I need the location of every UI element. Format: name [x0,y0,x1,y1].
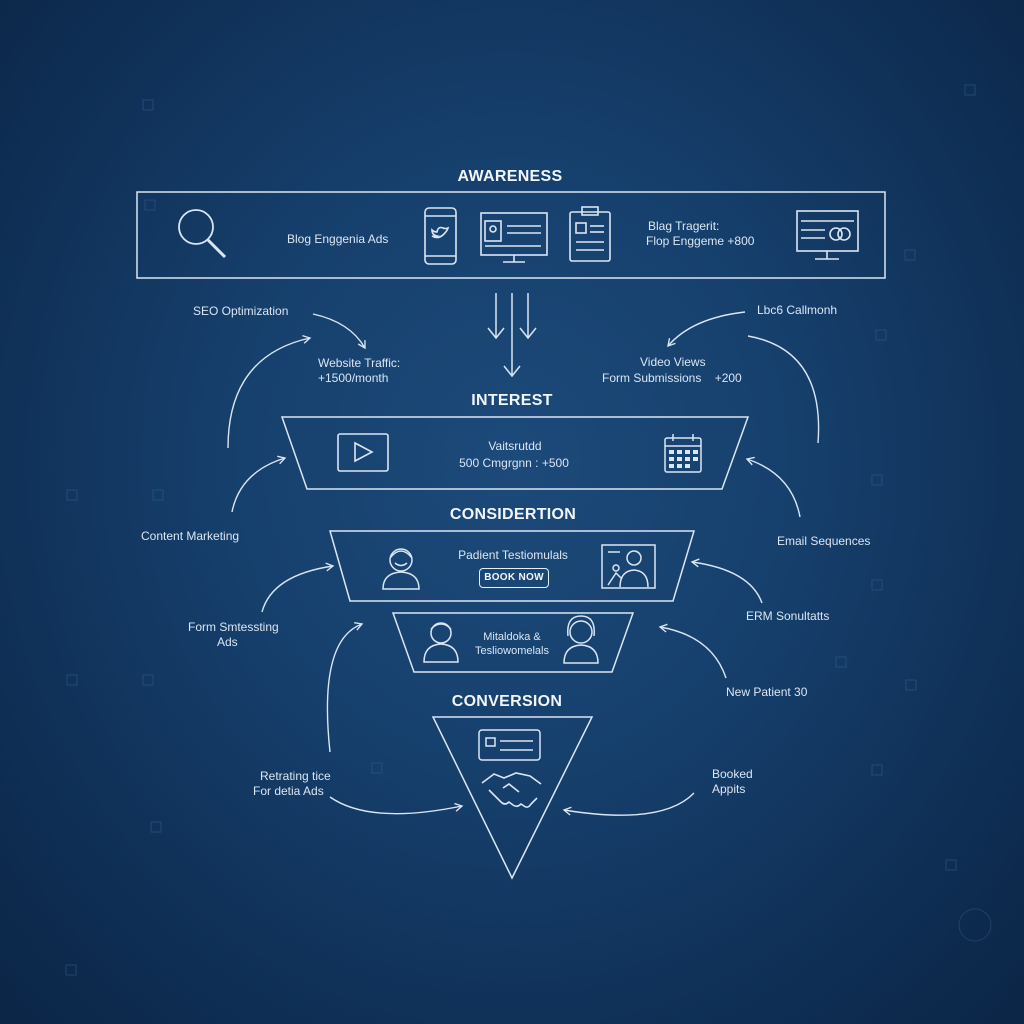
display-card-icon [796,210,859,260]
arrow-email-consider [690,558,763,604]
label-booked-1: Booked [712,767,753,781]
testimonials-text-2: Tesliowomelals [475,645,549,657]
person-icon [382,548,420,590]
label-new-patient: New Patient 30 [726,685,808,699]
interest-box [280,416,750,490]
arrow-left-retarget [326,621,364,753]
consideration-box [329,530,696,602]
label-retargeting-2: For detia Ads [253,784,324,798]
woman-avatar-icon [563,615,599,664]
stage-awareness: AWARENESS [457,168,563,185]
label-form-submissions: Form Submissions +200 [602,371,742,385]
arrow-content-consider [261,562,335,613]
background-squares [65,84,992,976]
awareness-left-text: Blog Enggenia Ads [287,232,389,246]
photo-person-icon [601,544,656,589]
awareness-right-text-1: Blag Tragerit: [648,219,720,233]
man-avatar-icon [423,622,459,663]
arrow-crm-testimonials [658,623,727,679]
testimonials-box [391,612,635,673]
label-crm: ERM Sonultatts [746,609,830,623]
book-now-button[interactable]: BOOK NOW [479,568,549,588]
interest-text-2: 500 Cmgrgnn : +500 [459,456,569,470]
label-website-traffic-1: Website Traffic: [318,356,401,370]
testimonials-text-1: Mitaldoka & [483,631,541,643]
stage-conversion: CONVERSION [451,693,563,710]
label-video-views: Video Views [640,355,706,369]
awareness-right-text-2: Flop Enggeme +800 [646,234,755,248]
label-email-sequences: Email Sequences [777,534,871,548]
label-top-right: Lbc6 Callmonh [757,303,838,317]
search-icon [178,209,227,259]
label-retargeting-1: Retrating tice [260,769,331,783]
arrow-seo [312,313,366,350]
label-booked-2: Appits [712,782,746,796]
monitor-profile-icon [480,212,548,263]
arrow-right-outer [747,335,820,444]
label-website-traffic-2: +1500/month [318,371,389,385]
stage-interest: INTEREST [471,392,553,409]
label-content-marketing: Content Marketing [141,529,240,543]
down-arrows [487,293,537,378]
calendar-icon [664,434,702,473]
handshake-icon [481,772,542,808]
arrow-retarget-conv [329,796,464,815]
arrow-booked-conv [562,792,695,816]
arrow-top-right [667,311,746,348]
conversion-triangle [431,716,594,880]
label-form-ads-1: Form Smtessting [188,620,279,634]
stage-consideration: CONSIDERTION [449,506,577,523]
credit-card-icon [478,729,541,761]
awareness-box [136,191,886,279]
label-seo: SEO Optimization [193,304,289,318]
arrow-email-interest [745,456,801,518]
interest-text-1: Vaitsrutdd [488,439,542,453]
phone-bird-icon [424,207,457,265]
label-form-ads-2: Ads [217,635,238,649]
consideration-text: Padient Testiomulals [458,548,568,562]
play-icon [337,433,389,472]
arrow-left-outer [227,334,312,449]
clipboard-icon [569,206,611,262]
arrow-content-interest [231,455,287,513]
